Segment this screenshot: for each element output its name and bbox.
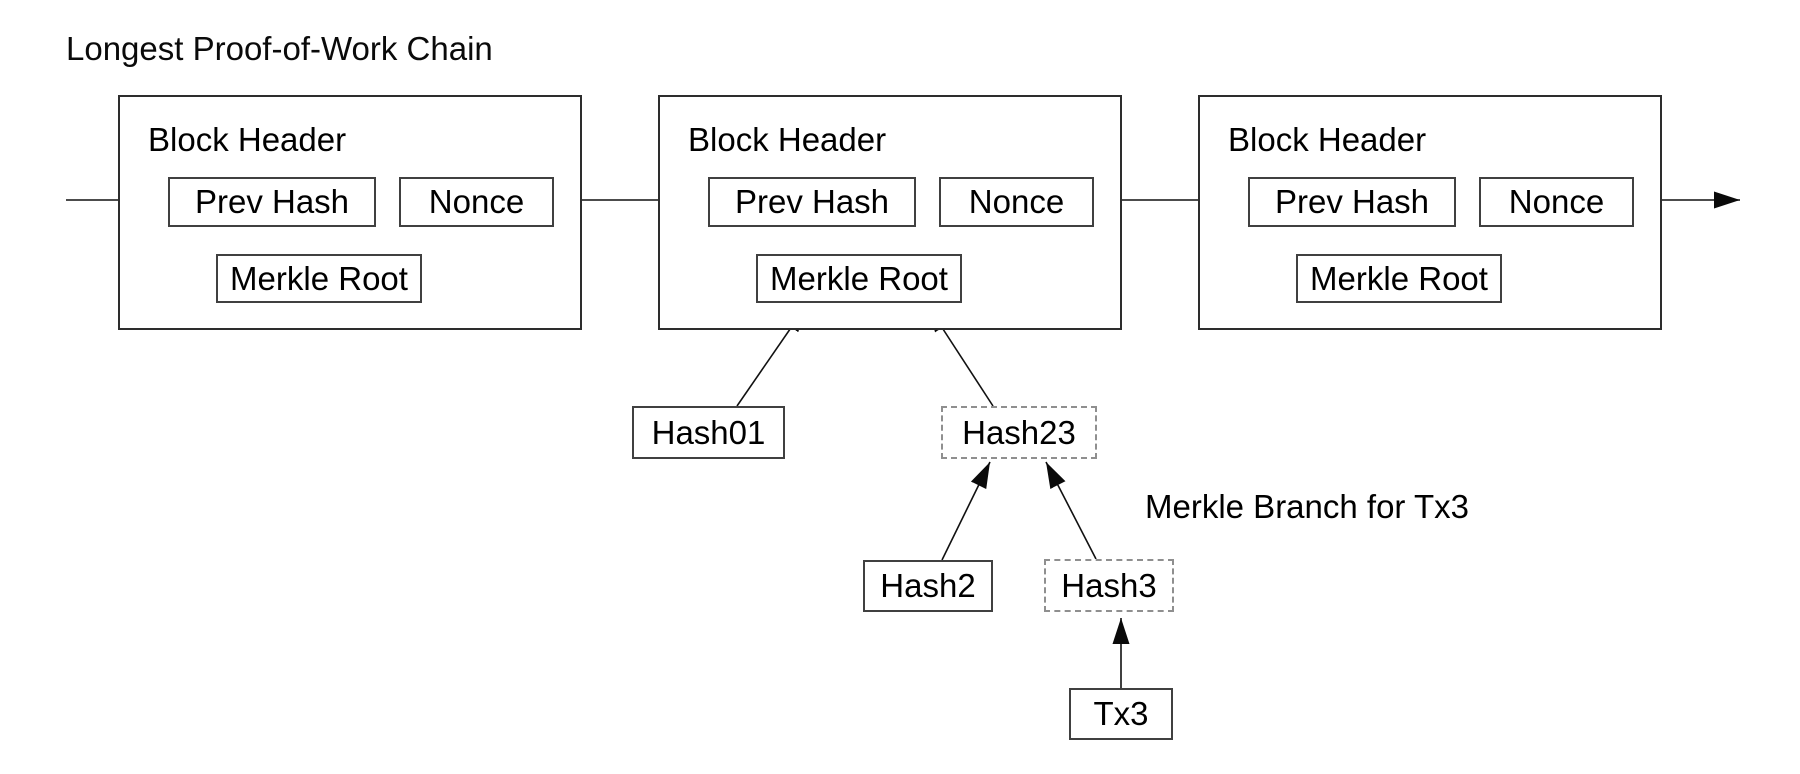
block-1-prev-hash-box: Prev Hash [168, 177, 376, 227]
hash23-node: Hash23 [941, 406, 1097, 459]
block-2-title: Block Header [688, 121, 887, 158]
block-1: Block Header Prev Hash Nonce Merkle Root [118, 95, 582, 330]
block-3-title: Block Header [1228, 121, 1427, 158]
arrow-hash2-to-hash23 [941, 461, 991, 561]
block-2-prev-hash-box: Prev Hash [708, 177, 916, 227]
block-3-prev-hash-box: Prev Hash [1248, 177, 1456, 227]
tx3-node: Tx3 [1069, 688, 1173, 740]
diagram-title: Longest Proof-of-Work Chain [66, 30, 493, 67]
hash2-node: Hash2 [863, 560, 993, 612]
block-3-merkle-root-box: Merkle Root [1296, 254, 1502, 303]
block-2-merkle-root-box: Merkle Root [756, 254, 962, 303]
merkle-branch-label: Merkle Branch for Tx3 [1145, 488, 1470, 525]
block-2-nonce-box: Nonce [939, 177, 1094, 227]
block-2: Block Header Prev Hash Nonce Merkle Root [658, 95, 1122, 330]
block-3: Block Header Prev Hash Nonce Merkle Root [1198, 95, 1662, 330]
block-1-title: Block Header [148, 121, 347, 158]
block-3-nonce-box: Nonce [1479, 177, 1634, 227]
hash01-node: Hash01 [632, 406, 785, 459]
arrow-hash3-to-hash23 [1045, 461, 1097, 560]
block-1-nonce-box: Nonce [399, 177, 554, 227]
block-1-merkle-root-box: Merkle Root [216, 254, 422, 303]
hash3-node: Hash3 [1044, 559, 1174, 612]
